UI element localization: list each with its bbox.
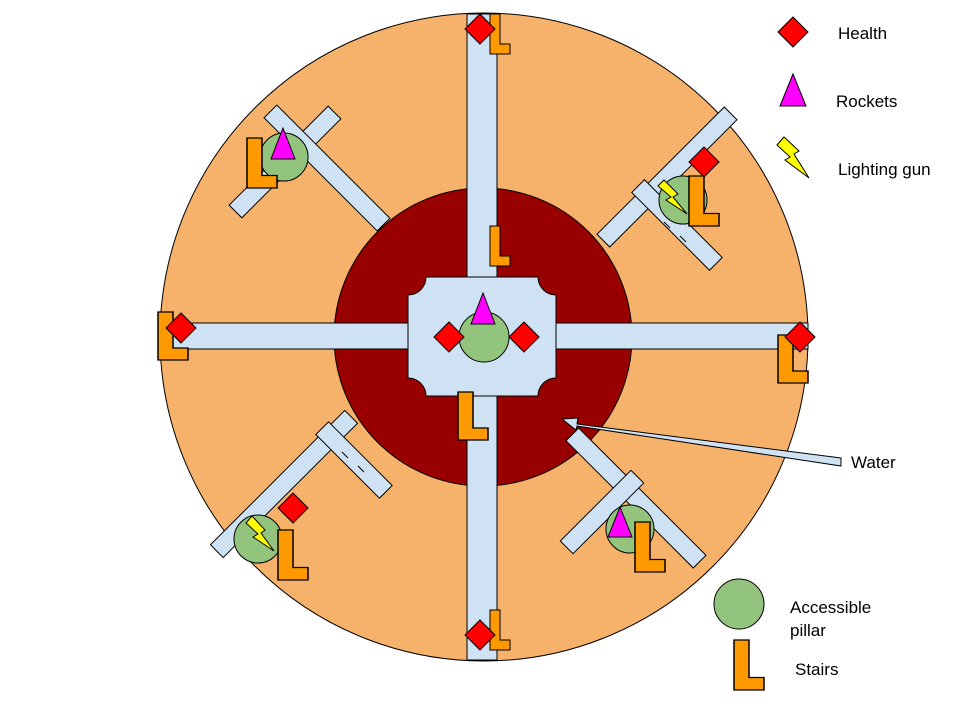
health-icon xyxy=(464,619,496,651)
legend-lightning-icon xyxy=(776,136,810,179)
legend-rockets-label: Rockets xyxy=(836,92,897,111)
legend-pillar-icon xyxy=(713,578,765,630)
health-icon xyxy=(277,492,309,524)
lightning-icon xyxy=(657,179,688,215)
health-icon xyxy=(784,321,816,353)
walkway-east xyxy=(555,322,809,350)
legend-pillar-label-line2: pillar xyxy=(790,621,826,640)
health-icon xyxy=(433,321,465,353)
legend-pillar-label-line1: Accessible xyxy=(790,598,871,617)
walkway-west xyxy=(164,322,411,350)
water-arrow xyxy=(560,417,842,467)
legend-rockets-icon xyxy=(779,72,807,107)
legend-stairs-label: Stairs xyxy=(795,660,838,679)
health-icon xyxy=(464,13,496,45)
rockets-icon xyxy=(470,291,496,325)
lightning-icon xyxy=(245,515,275,552)
water-label: Water xyxy=(851,453,896,472)
rockets-icon xyxy=(270,126,296,160)
legend-health-label: Health xyxy=(838,24,887,43)
health-icon xyxy=(508,321,540,353)
legend-health-icon xyxy=(777,16,809,48)
rockets-icon xyxy=(607,505,633,538)
health-icon xyxy=(688,146,720,178)
legend-stairs-icon xyxy=(733,639,765,691)
health-icon xyxy=(165,312,197,344)
legend-lightning-label: Lighting gun xyxy=(838,160,931,179)
